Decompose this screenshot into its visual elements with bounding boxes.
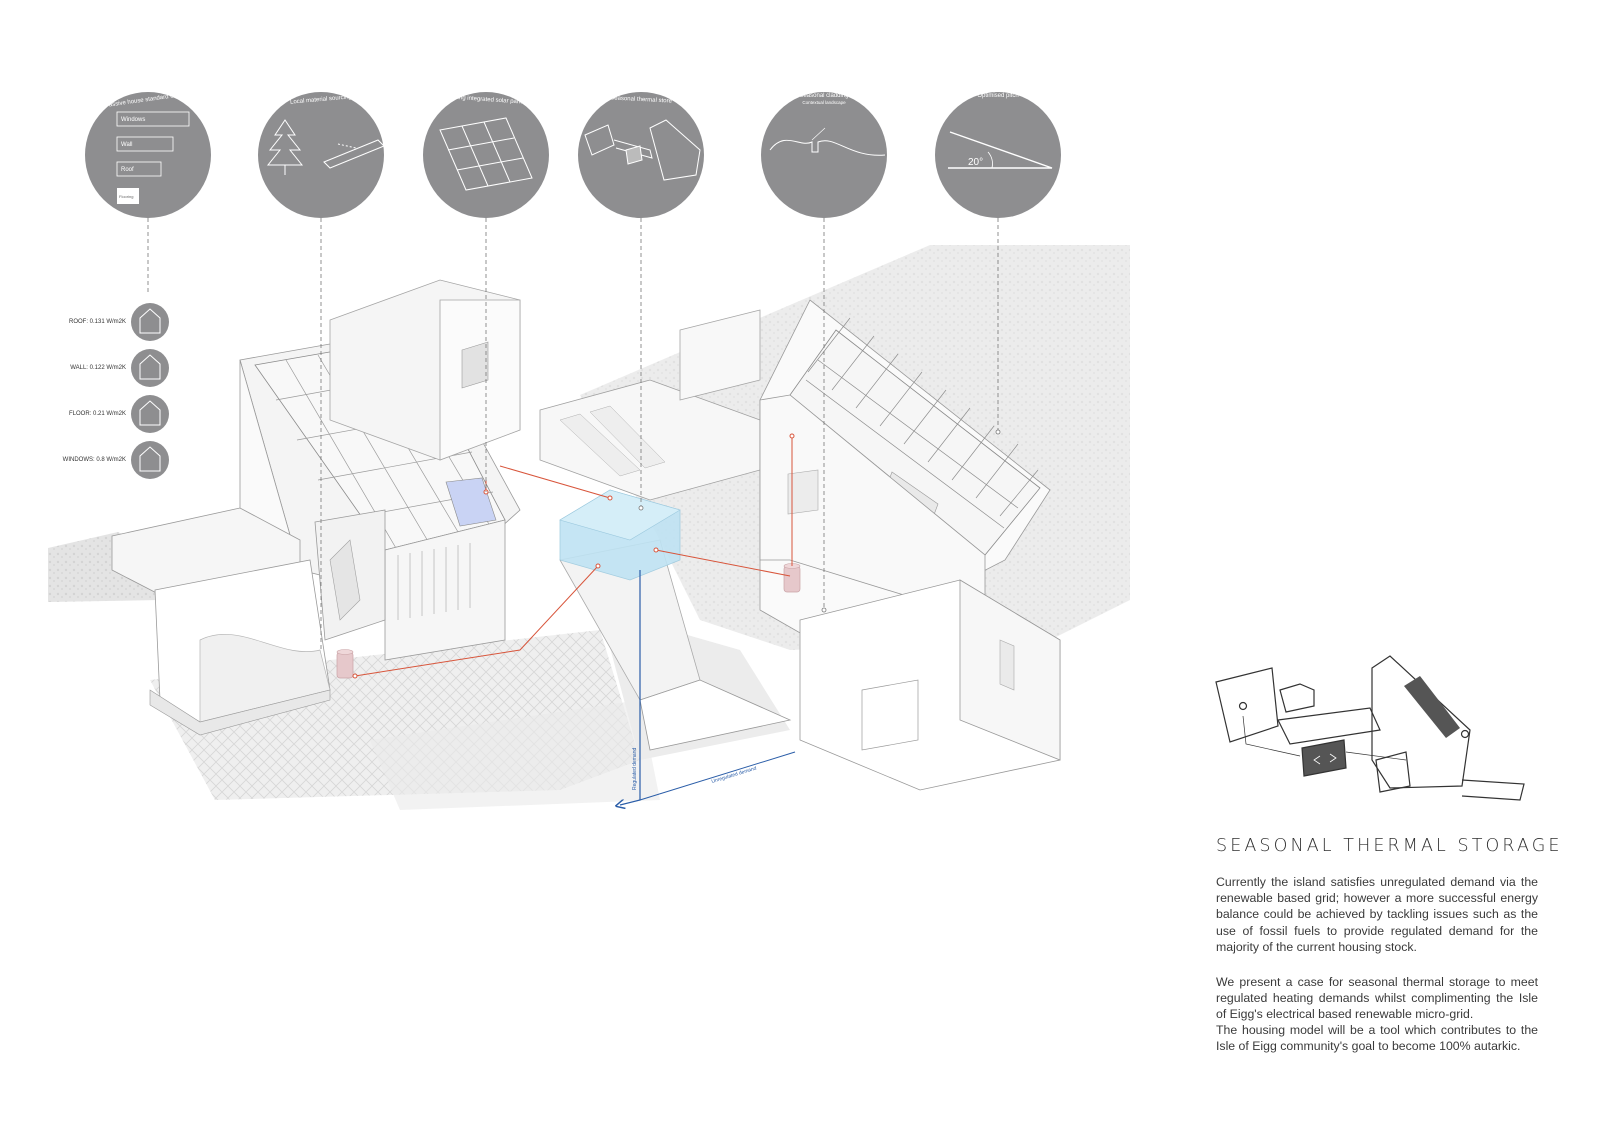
- regulated-heat-lines: [352, 433, 795, 679]
- circle-sub-label: Contextual landscape: [802, 100, 846, 105]
- pitch-angle-label: 20°: [968, 157, 983, 168]
- hot-water-cylinder-left: [336, 649, 354, 679]
- timber-beam-icon: [323, 139, 385, 169]
- link-corridor: [539, 309, 792, 751]
- house-outline-icon: [139, 400, 161, 426]
- sub-label-wall: Wall: [121, 142, 132, 148]
- pitch-angle-icon: [948, 131, 1053, 169]
- concept-circle-local-material: Local material sourcing: [258, 92, 385, 218]
- circle-label: Seasonal cladding: [799, 93, 848, 99]
- landscape-icon: [769, 127, 886, 156]
- sub-label-flooring: Flooring: [119, 194, 133, 199]
- concept-circle-solar-panels: Building integrated solar panels: [423, 92, 549, 218]
- leader-lines: [147, 218, 999, 650]
- concept-circle-thermal-store: Seasonal thermal store: [578, 92, 704, 218]
- left-house: [111, 279, 521, 736]
- paragraph-housing-model-goal: The housing model will be a tool which c…: [1216, 1023, 1538, 1054]
- u-value-wall-label: WALL: 0.122 W/m2K: [70, 365, 126, 371]
- paragraph-seasonal-storage-case: We present a case for seasonal thermal s…: [1216, 975, 1538, 1022]
- seasonal-thermal-store: [559, 489, 681, 581]
- house-section-icon: [584, 119, 701, 181]
- sub-label-roof: Roof: [121, 167, 134, 173]
- axis-label-unregulated: Unregulated demand: [711, 765, 758, 784]
- tree-icon: [266, 119, 304, 175]
- u-value-floor-label: FLOOR: 0.21 W/m2K: [68, 411, 126, 417]
- right-house: [759, 299, 1061, 791]
- circle-label: Local material sourcing: [290, 94, 352, 105]
- house-outline-icon: [139, 446, 161, 472]
- u-value-roof-label: ROOF: 0.131 W/m2K: [68, 319, 126, 325]
- concept-circle-optimised-pitch: Optimised pitch 20°: [935, 92, 1061, 218]
- u-value-circles: [131, 303, 169, 479]
- concept-circle-passive-house: Passive house standard U-value Windows W…: [85, 91, 211, 218]
- house-outline-icon: [139, 354, 161, 380]
- section-title: SEASONAL THERMAL STORAGE: [1216, 836, 1563, 856]
- hot-water-cylinder-right: [783, 563, 801, 593]
- sub-label-windows: Windows: [121, 117, 145, 123]
- circle-label: Building integrated solar panels: [444, 94, 528, 106]
- circle-label: Seasonal thermal store: [610, 95, 673, 104]
- u-value-windows-label: WINDOWS: 0.8 W/m2K: [62, 457, 126, 463]
- mini-section-diagram: [1215, 655, 1525, 801]
- axis-label-regulated: Regulated demand: [632, 748, 638, 790]
- circle-label: Optimised pitch: [977, 93, 1018, 99]
- house-outline-icon: [139, 308, 161, 334]
- paragraph-unregulated-demand: Currently the island satisfies unregulat…: [1216, 875, 1538, 954]
- solar-panel-icon: [439, 117, 533, 191]
- concept-circle-seasonal-cladding: Seasonal cladding Contextual landscape: [761, 92, 887, 218]
